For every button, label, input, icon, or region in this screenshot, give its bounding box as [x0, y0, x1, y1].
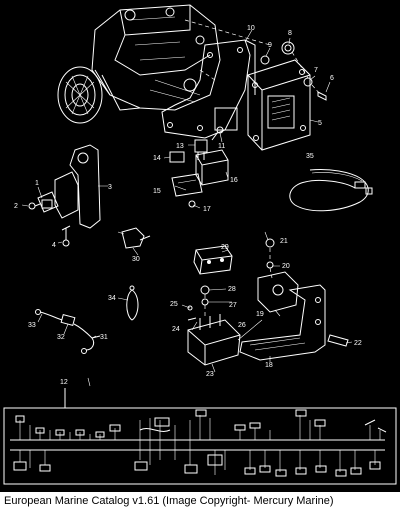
- bracket-3: [28, 144, 101, 247]
- callout-27: 27: [229, 302, 237, 309]
- callout-12: 12: [60, 379, 68, 386]
- cable-31-33: [35, 309, 101, 354]
- callout-9: 9: [268, 42, 272, 49]
- callout-35: 35: [306, 153, 314, 160]
- callout-32: 32: [57, 334, 65, 341]
- wire-harness-35: [289, 169, 373, 212]
- callout-31: 31: [100, 334, 108, 341]
- callout-17: 17: [203, 206, 211, 213]
- callout-6: 6: [330, 75, 334, 82]
- callout-34: 34: [108, 295, 116, 302]
- callout-28: 28: [228, 286, 236, 293]
- callout-1: 1: [35, 180, 39, 187]
- callout-4: 4: [52, 242, 56, 249]
- engine-housing: [57, 4, 271, 124]
- callout-16: 16: [230, 177, 238, 184]
- copyright-caption: European Marine Catalog v1.61 (Image Cop…: [0, 492, 400, 510]
- fastener-set: [260, 41, 327, 101]
- callout-14: 14: [153, 155, 161, 162]
- callout-11: 11: [218, 143, 225, 150]
- callout-30: 30: [132, 256, 140, 263]
- solenoid-assembly: [193, 238, 349, 361]
- callout-10: 10: [247, 25, 255, 32]
- callout-7: 7: [314, 67, 318, 74]
- callout-15: 15: [153, 188, 161, 195]
- callout-labels: 1 2 3 4 5 6 7 8 9 10 11 12 13 14 15 16 1…: [14, 25, 362, 386]
- ecu-module: [247, 59, 311, 151]
- main-wiring-harness: [3, 388, 397, 485]
- callout-26: 26: [238, 322, 246, 329]
- mounting-bracket: [161, 39, 256, 139]
- relay-cluster: [169, 126, 229, 208]
- callout-29: 29: [221, 244, 229, 251]
- callout-18: 18: [265, 362, 273, 369]
- callout-22: 22: [354, 340, 362, 347]
- relay-block-23: [187, 285, 241, 366]
- callout-19: 19: [256, 311, 264, 318]
- callout-20: 20: [282, 263, 290, 270]
- parts-exploded-diagram: 1 2 3 4 5 6 7 8 9 10 11 12 13 14 15 16 1…: [3, 4, 397, 485]
- sensor-30: [117, 227, 151, 249]
- callout-25: 25: [170, 301, 178, 308]
- callout-5: 5: [318, 120, 322, 127]
- leader-lines: [21, 29, 353, 387]
- callout-13: 13: [176, 143, 184, 150]
- callout-24: 24: [172, 326, 180, 333]
- callout-21: 21: [280, 238, 288, 245]
- callout-3: 3: [108, 184, 112, 191]
- callout-8: 8: [288, 30, 292, 37]
- callout-23: 23: [206, 371, 214, 378]
- callout-33: 33: [28, 322, 36, 329]
- wire-34: [126, 285, 139, 321]
- callout-2: 2: [14, 203, 18, 210]
